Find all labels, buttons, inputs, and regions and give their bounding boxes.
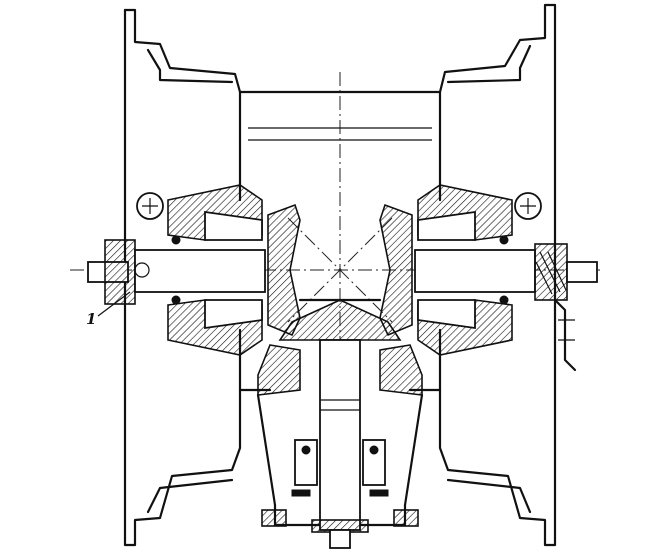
left-bearing-assembly xyxy=(136,184,263,356)
housing xyxy=(123,3,557,547)
bevel-gear-right xyxy=(379,203,413,337)
horizontal-shaft xyxy=(87,239,598,305)
bevel-gear-bottom xyxy=(278,298,402,341)
vertical-pinion-shaft xyxy=(311,339,369,549)
right-bearing-assembly xyxy=(417,184,542,356)
side-bracket xyxy=(553,298,577,372)
callout-label-1: 1 xyxy=(86,310,97,328)
callout-leader xyxy=(97,291,131,317)
pinion-housing xyxy=(256,344,424,527)
bevel-gear-left xyxy=(267,203,301,337)
